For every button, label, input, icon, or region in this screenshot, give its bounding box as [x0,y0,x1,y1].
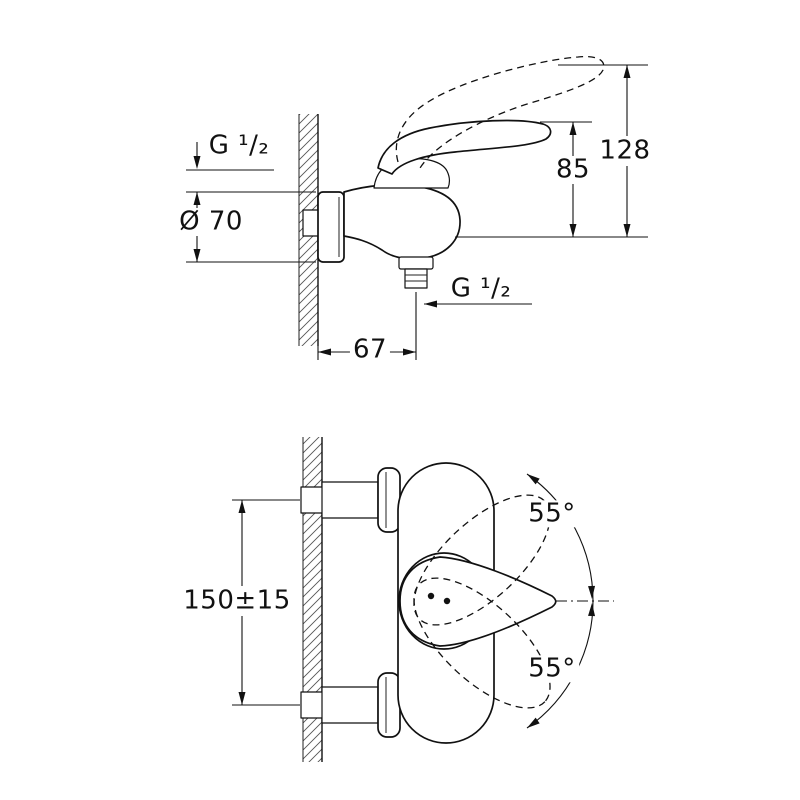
lever-handle-raised-ghost [395,55,605,169]
dim-label-height-128: 128 [596,137,654,165]
lever-handle-plan [399,556,557,647]
lower-union [300,672,401,738]
shower-outlet [398,256,434,289]
dim-label-swivel-lower: 55° [525,655,579,683]
lever-handle-side [377,119,552,175]
lever-indicator-dot [443,597,451,605]
upper-union [300,467,401,533]
lever-ghost-lower [413,577,551,709]
dim-label-thread-top: G ¹/₂ [205,132,273,160]
escutcheon-flange [317,191,345,263]
side-view-extension-lines [186,64,648,360]
dim-label-mounting-distance: 150±15 [180,587,294,615]
dim-label-thread-outlet: G ¹/₂ [447,275,515,303]
dim-label-height-85: 85 [552,156,594,184]
mounting-distance-dimension [232,499,300,706]
dim-label-swivel-upper: 55° [525,500,579,528]
dim-label-diameter: Ø 70 [176,208,246,236]
dim-label-depth-67: 67 [349,336,391,364]
mixer-body-side [343,183,461,260]
side-view-drawing [186,55,648,360]
lever-indicator-dot [427,592,435,600]
